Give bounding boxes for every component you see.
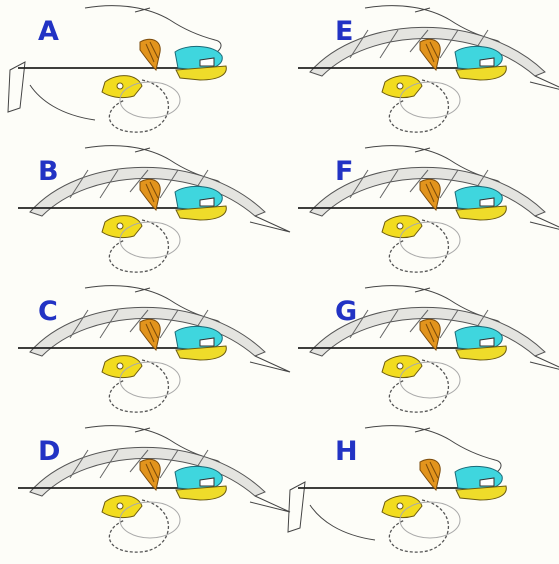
chin-outline: [30, 85, 95, 120]
presser-insert: [200, 58, 214, 66]
looper-eye: [397, 363, 403, 369]
arm-tip: [530, 216, 559, 232]
loop-guide: [400, 502, 460, 538]
panel-f: F: [298, 146, 559, 272]
arm-tip: [250, 216, 290, 232]
loop-guide: [400, 222, 460, 258]
presser-insert: [480, 478, 494, 486]
loop-guide: [120, 82, 180, 118]
looper-eye: [117, 223, 123, 229]
spreader-element: [420, 459, 440, 490]
panel-label: C: [38, 296, 58, 327]
looper-eye: [397, 83, 403, 89]
arm-tip: [250, 496, 290, 512]
loop-guide: [120, 222, 180, 258]
presser-insert: [480, 58, 494, 66]
panel-d: D: [18, 426, 290, 552]
spreader-element: [140, 319, 160, 350]
spreader-element: [140, 459, 160, 490]
panel-g: G: [298, 286, 559, 412]
arm-tip: [530, 76, 559, 92]
presser-insert: [200, 198, 214, 206]
chin-outline: [310, 505, 375, 540]
spreader-element: [420, 39, 440, 70]
panel-label: D: [38, 436, 60, 467]
panel-label: E: [335, 16, 353, 47]
presser-insert: [480, 338, 494, 346]
panel-label: F: [335, 156, 353, 187]
panel-h: H: [288, 426, 506, 552]
looper-eye: [397, 503, 403, 509]
panel-label: A: [38, 16, 59, 47]
panel-a: A: [8, 6, 226, 132]
spreader-element: [420, 319, 440, 350]
looper-eye: [117, 83, 123, 89]
presser-insert: [200, 338, 214, 346]
loop-guide: [120, 502, 180, 538]
loop-guide: [400, 362, 460, 398]
looper-eye: [397, 223, 403, 229]
spreader-element: [420, 179, 440, 210]
presser-insert: [200, 478, 214, 486]
handle-outline: [8, 62, 25, 112]
panel-label: H: [335, 436, 358, 467]
panel-label: B: [38, 156, 59, 187]
loop-guide: [120, 362, 180, 398]
looper-eye: [117, 503, 123, 509]
arm-tip: [250, 356, 290, 372]
panel-e: E: [298, 6, 559, 132]
looper-eye: [117, 363, 123, 369]
handle-outline: [288, 482, 305, 532]
panel-c: C: [18, 286, 290, 412]
arm-tip: [530, 356, 559, 372]
spreader-element: [140, 39, 160, 70]
panel-label: G: [335, 296, 357, 327]
loop-guide: [400, 82, 460, 118]
spreader-element: [140, 179, 160, 210]
presser-insert: [480, 198, 494, 206]
panel-b: B: [18, 146, 290, 272]
